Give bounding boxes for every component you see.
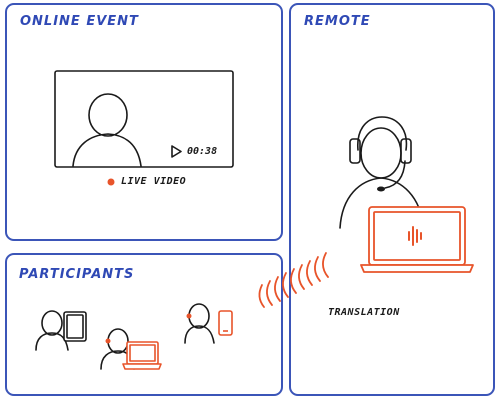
- presenter-avatar: [72, 93, 142, 167]
- video-timestamp: 00:38: [187, 146, 218, 157]
- signal-waves-icon: [258, 252, 329, 308]
- microphone-tip: [377, 186, 385, 192]
- video-frame: [54, 70, 234, 168]
- play-icon: [171, 145, 182, 158]
- phone-icon: [218, 310, 233, 336]
- headphone-accents: [105, 313, 192, 344]
- participants-title: PARTICIPANTS: [19, 267, 135, 282]
- participant-laptop-icon: [122, 341, 162, 370]
- audio-wave-icon: [408, 226, 422, 246]
- headset-icon: [349, 116, 412, 164]
- live-video-label: LIVE VIDEO: [121, 176, 187, 187]
- remote-title: REMOTE: [304, 14, 371, 29]
- translation-label: TRANSLATION: [328, 307, 400, 318]
- remote-panel: REMOTE: [289, 3, 495, 396]
- online-event-title: ONLINE EVENT: [20, 14, 139, 29]
- participant-3-avatar: [184, 303, 215, 344]
- participants-panel: PARTICIPANTS: [5, 253, 283, 396]
- tablet-icon: [63, 311, 87, 342]
- live-dot-icon: [107, 178, 115, 186]
- online-event-panel: ONLINE EVENT: [5, 3, 283, 241]
- microphone-icon: [384, 160, 406, 189]
